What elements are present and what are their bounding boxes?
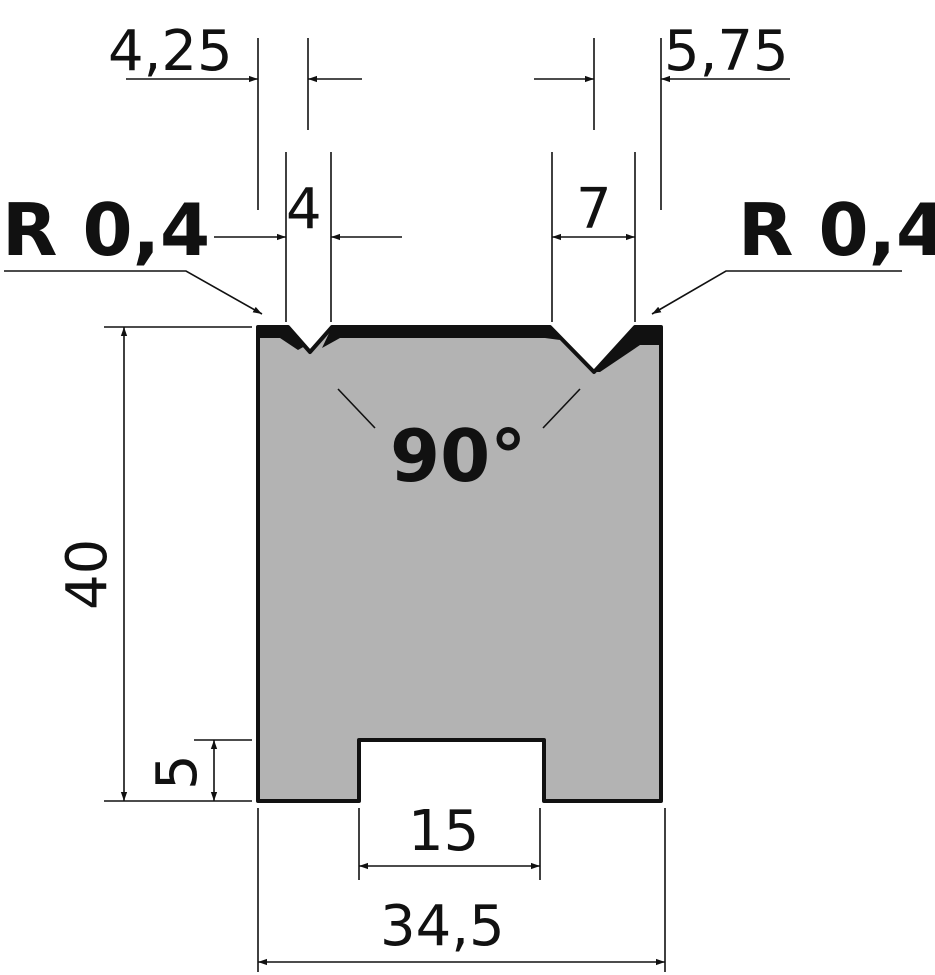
right-v-groove (549, 326, 636, 374)
label-top-right-offset: 5,75 (664, 19, 789, 84)
label-slot-width: 15 (408, 799, 479, 864)
angle-guide-right (542, 388, 581, 429)
angle-guide-left (337, 388, 376, 429)
label-right-radius: R 0,4 (738, 188, 935, 272)
label-slot-height: 5 (145, 754, 210, 790)
top-edge-center (322, 327, 560, 348)
label-left-v-width: 4 (286, 177, 322, 242)
label-total-width: 34,5 (380, 894, 505, 959)
label-angle: 90° (390, 414, 526, 498)
label-right-v-width: 7 (576, 177, 612, 242)
label-left-radius: R 0,4 (2, 188, 210, 272)
leader-right-radius (651, 270, 902, 315)
die-body (256, 325, 663, 803)
leader-left-radius (4, 270, 263, 315)
label-height: 40 (55, 539, 120, 610)
top-edge-left-shoulder (258, 327, 305, 350)
label-top-left-offset: 4,25 (108, 19, 233, 84)
left-v-groove (287, 326, 333, 354)
top-edge-right-shoulder (594, 327, 661, 372)
